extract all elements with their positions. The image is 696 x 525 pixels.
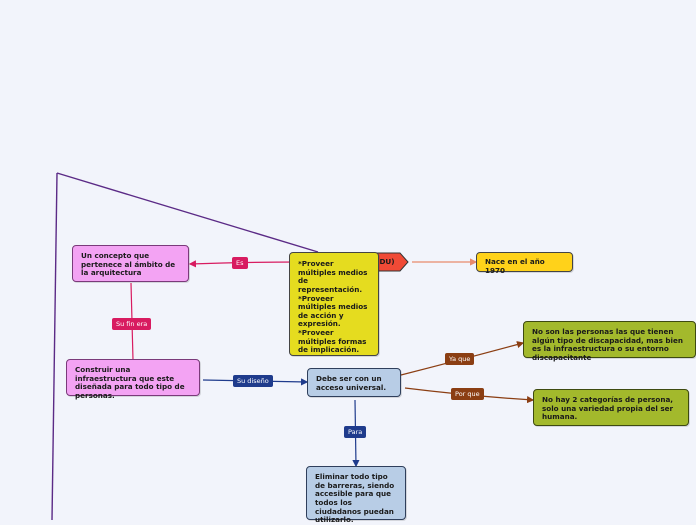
label-por-que: Por que <box>451 388 484 400</box>
node-construir[interactable]: Construir una infraestructura que este d… <box>66 359 200 400</box>
node-principios[interactable]: *Proveer múltiples medios de representac… <box>289 252 379 356</box>
node-eliminar[interactable]: Eliminar todo tipo de barreras, siendo a… <box>306 466 406 524</box>
node-nace[interactable]: Nace en el año 1970 <box>476 252 573 274</box>
label-su-diseno: Su diseño <box>233 375 273 387</box>
node-no-son[interactable]: No son las personas las que tienen algún… <box>523 321 696 362</box>
node-concepto[interactable]: Un concepto que pertenece al ámbito de l… <box>72 245 189 282</box>
label-su-fin-era: Su fin era <box>112 318 152 330</box>
label-ya-que: Ya que <box>445 353 475 365</box>
outline-connector <box>56 172 319 253</box>
outline-connector <box>51 172 58 520</box>
node-acceso[interactable]: Debe ser con un acceso universal. <box>307 368 401 397</box>
node-no-hay[interactable]: No hay 2 categorías de persona, solo una… <box>533 389 689 426</box>
label-es: Es <box>232 257 248 269</box>
label-para: Para <box>344 426 367 438</box>
